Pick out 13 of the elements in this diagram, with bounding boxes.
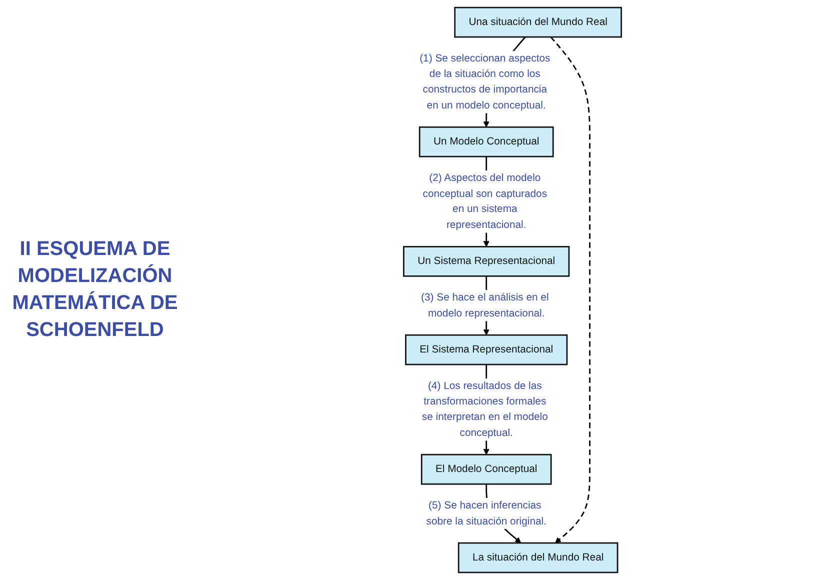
- node-box: Un Modelo Conceptual: [418, 126, 554, 158]
- diagram-title: II ESQUEMA DE MODELIZACIÓN MATEMÁTICA DE SCHOENFELD: [11, 237, 179, 343]
- edge-label: (2) Aspectos del modelo conceptual son capturados en un sistema representacional.: [422, 172, 548, 230]
- edge-label: (3) Se hace el análisis en el modelo representacional.: [421, 291, 549, 319]
- edge-label: (5) Se hacen inferencias sobre la situación original.: [426, 499, 546, 527]
- edge-label: (4) Los resultados de las transformaciones formales se interpretan en el modelo conceptual.: [422, 380, 548, 438]
- node-box: Una situación del Mundo Real: [454, 6, 622, 38]
- node-box: La situación del Mundo Real: [458, 542, 618, 574]
- node-box: Un Sistema Representacional: [403, 246, 570, 277]
- arrow: [550, 36, 590, 544]
- node-box: El Modelo Conceptual: [420, 454, 552, 485]
- edge-label: (1) Se seleccionan aspectos de la situación como los constructos de importancia en un modelo conceptual.: [420, 52, 550, 111]
- node-box: El Sistema Representacional: [405, 334, 568, 366]
